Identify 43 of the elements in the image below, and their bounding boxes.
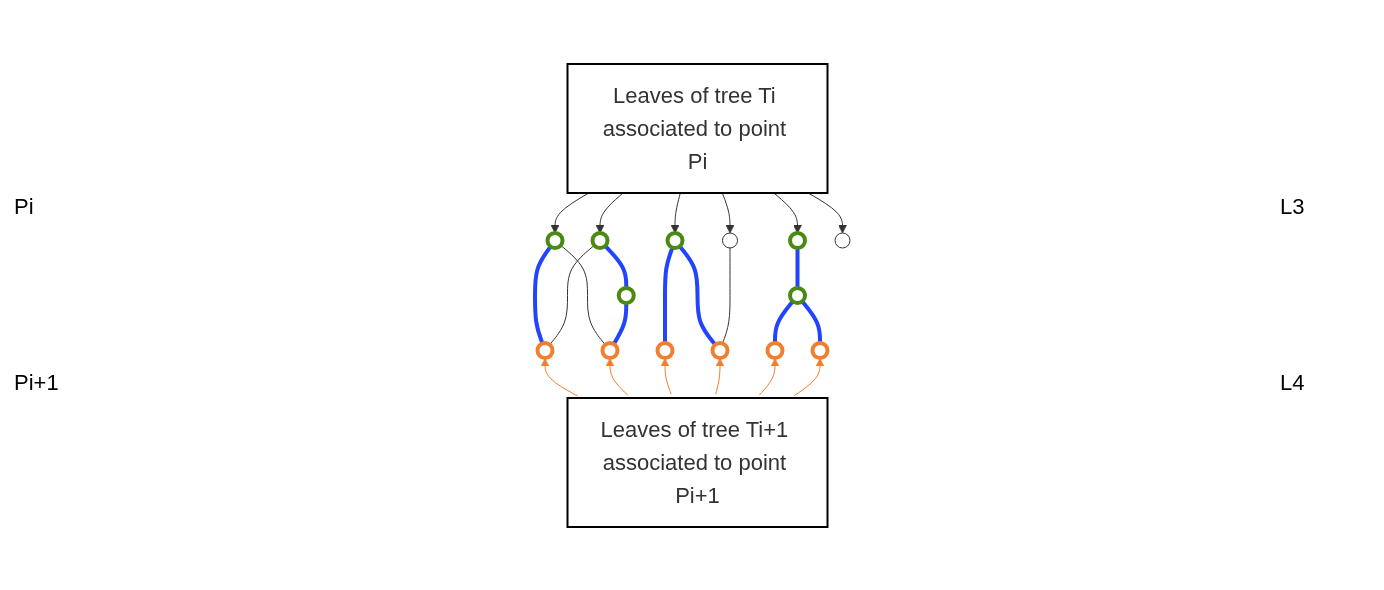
- node-ellipse: [721, 232, 738, 248]
- node-ellipse: [710, 340, 729, 360]
- connector: [677, 244, 717, 346]
- connector: [559, 244, 606, 345]
- arrow: [540, 357, 578, 397]
- level-label: L4: [1280, 370, 1306, 396]
- node-ellipse: [787, 285, 807, 305]
- arrow: [605, 357, 628, 396]
- node-box: Leaves of tree Ti+1 associated to point Pi+1: [566, 396, 828, 528]
- node-ellipse: [600, 340, 619, 360]
- connector: [795, 247, 799, 288]
- connector: [603, 244, 628, 288]
- node-ellipse: [810, 340, 829, 360]
- level-label: Pi: [14, 194, 35, 220]
- node-ellipse: [545, 230, 564, 250]
- arrow: [670, 192, 681, 233]
- node-ellipse: [655, 340, 674, 360]
- connector: [532, 244, 552, 344]
- connector: [548, 244, 595, 345]
- arrow: [758, 357, 779, 396]
- arrow: [660, 357, 672, 395]
- node-ellipse: [535, 340, 554, 360]
- arrow: [550, 192, 589, 233]
- connector: [772, 299, 794, 343]
- connector: [662, 246, 674, 343]
- arrow: [595, 192, 624, 233]
- node-ellipse: [590, 230, 609, 250]
- node-ellipse: [665, 230, 684, 250]
- node-box: Leaves of tree Ti associated to point Pi: [566, 62, 828, 194]
- node-ellipse: [834, 232, 850, 248]
- level-label: Pi+1: [14, 370, 60, 396]
- arrow: [714, 357, 724, 395]
- arrow: [807, 192, 847, 233]
- connector: [611, 302, 628, 345]
- arrow: [721, 192, 734, 233]
- arrow: [772, 192, 802, 233]
- node-ellipse: [787, 230, 807, 250]
- arrow: [793, 357, 824, 396]
- connector: [721, 247, 730, 344]
- node-ellipse: [616, 285, 636, 305]
- node-ellipse: [765, 340, 784, 360]
- connector: [800, 299, 822, 343]
- level-label: L3: [1280, 194, 1306, 220]
